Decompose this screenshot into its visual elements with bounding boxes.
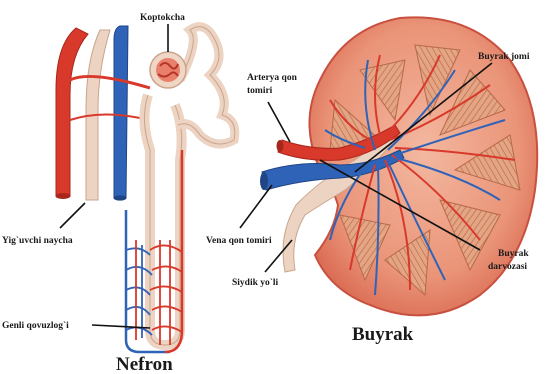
label-koptokcha: Koptokcha [140,13,185,23]
label-siydik-yoli: Siydik yo`li [232,277,279,288]
title-buyrak: Buyrak [352,324,414,345]
label-yiguvchi-naycha: Yig`uvchi naycha [2,235,73,246]
label-arterya-line2: tomiri [247,86,273,96]
nephron-illustration [56,26,235,352]
label-vena-qon-tomiri: Vena qon tomiri [206,236,272,246]
label-darvoza-line1: Buyrak [498,249,529,259]
nephron-vein [114,26,128,198]
title-nefron: Nefron [116,354,173,374]
label-arterya-line1: Arterya qon [247,73,298,83]
nephron-artery [56,28,88,196]
label-darvoza-line2: darvozasi [488,262,527,272]
glomerulus [150,52,186,88]
label-genli-qovuzlogi: Genli qovuzlog`i [2,320,69,331]
label-buyrak-jomi: Buyrak jomi [478,52,530,62]
convoluted-tubule [178,27,235,144]
